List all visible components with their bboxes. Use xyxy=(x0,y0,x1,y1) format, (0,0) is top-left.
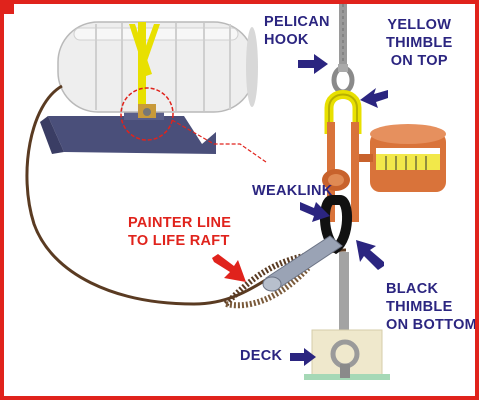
hydrostatic-release-illustration xyxy=(25,4,446,380)
label-line: ON TOP xyxy=(390,53,448,69)
right-arrow-icon xyxy=(290,348,316,366)
wire-rope xyxy=(339,4,347,72)
label-line: DECK xyxy=(240,348,283,364)
left-arrow-icon xyxy=(356,240,384,270)
label-line: BLACK xyxy=(386,281,439,297)
label-line: ON BOTTOM xyxy=(386,317,478,333)
label-yellow-thimble: YELLOW THIMBLE ON TOP xyxy=(386,16,453,70)
label-line: HOOK xyxy=(264,32,309,48)
deck-fitting xyxy=(304,252,390,380)
frame-corner xyxy=(4,4,14,14)
label-weaklink: WEAKLINK xyxy=(252,182,333,200)
label-black-thimble: BLACK THIMBLE ON BOTTOM xyxy=(386,280,478,334)
label-line: TO LIFE RAFT xyxy=(128,233,230,249)
liferaft-canister xyxy=(57,21,258,113)
label-line: THIMBLE xyxy=(386,299,453,315)
detail-callout xyxy=(120,87,267,163)
label-pelican-hook: PELICAN HOOK xyxy=(264,13,330,49)
label-line: YELLOW xyxy=(387,17,452,33)
right-arrow-icon xyxy=(300,202,330,222)
down-right-arrow-icon xyxy=(212,254,246,282)
label-line: WEAKLINK xyxy=(252,183,333,199)
right-arrow-icon xyxy=(298,54,328,74)
label-painter-line: PAINTER LINE TO LIFE RAFT xyxy=(128,214,231,250)
shackle xyxy=(262,235,343,292)
left-arrow-icon xyxy=(360,88,388,108)
label-line: THIMBLE xyxy=(386,35,453,51)
label-line: PELICAN xyxy=(264,14,330,30)
copper-rope xyxy=(322,122,359,222)
label-line: PAINTER LINE xyxy=(128,215,232,231)
yellow-thimble xyxy=(324,90,362,134)
pelican-hook xyxy=(331,64,355,95)
hydrostatic-release-unit xyxy=(359,124,446,192)
label-deck: DECK xyxy=(240,347,282,365)
